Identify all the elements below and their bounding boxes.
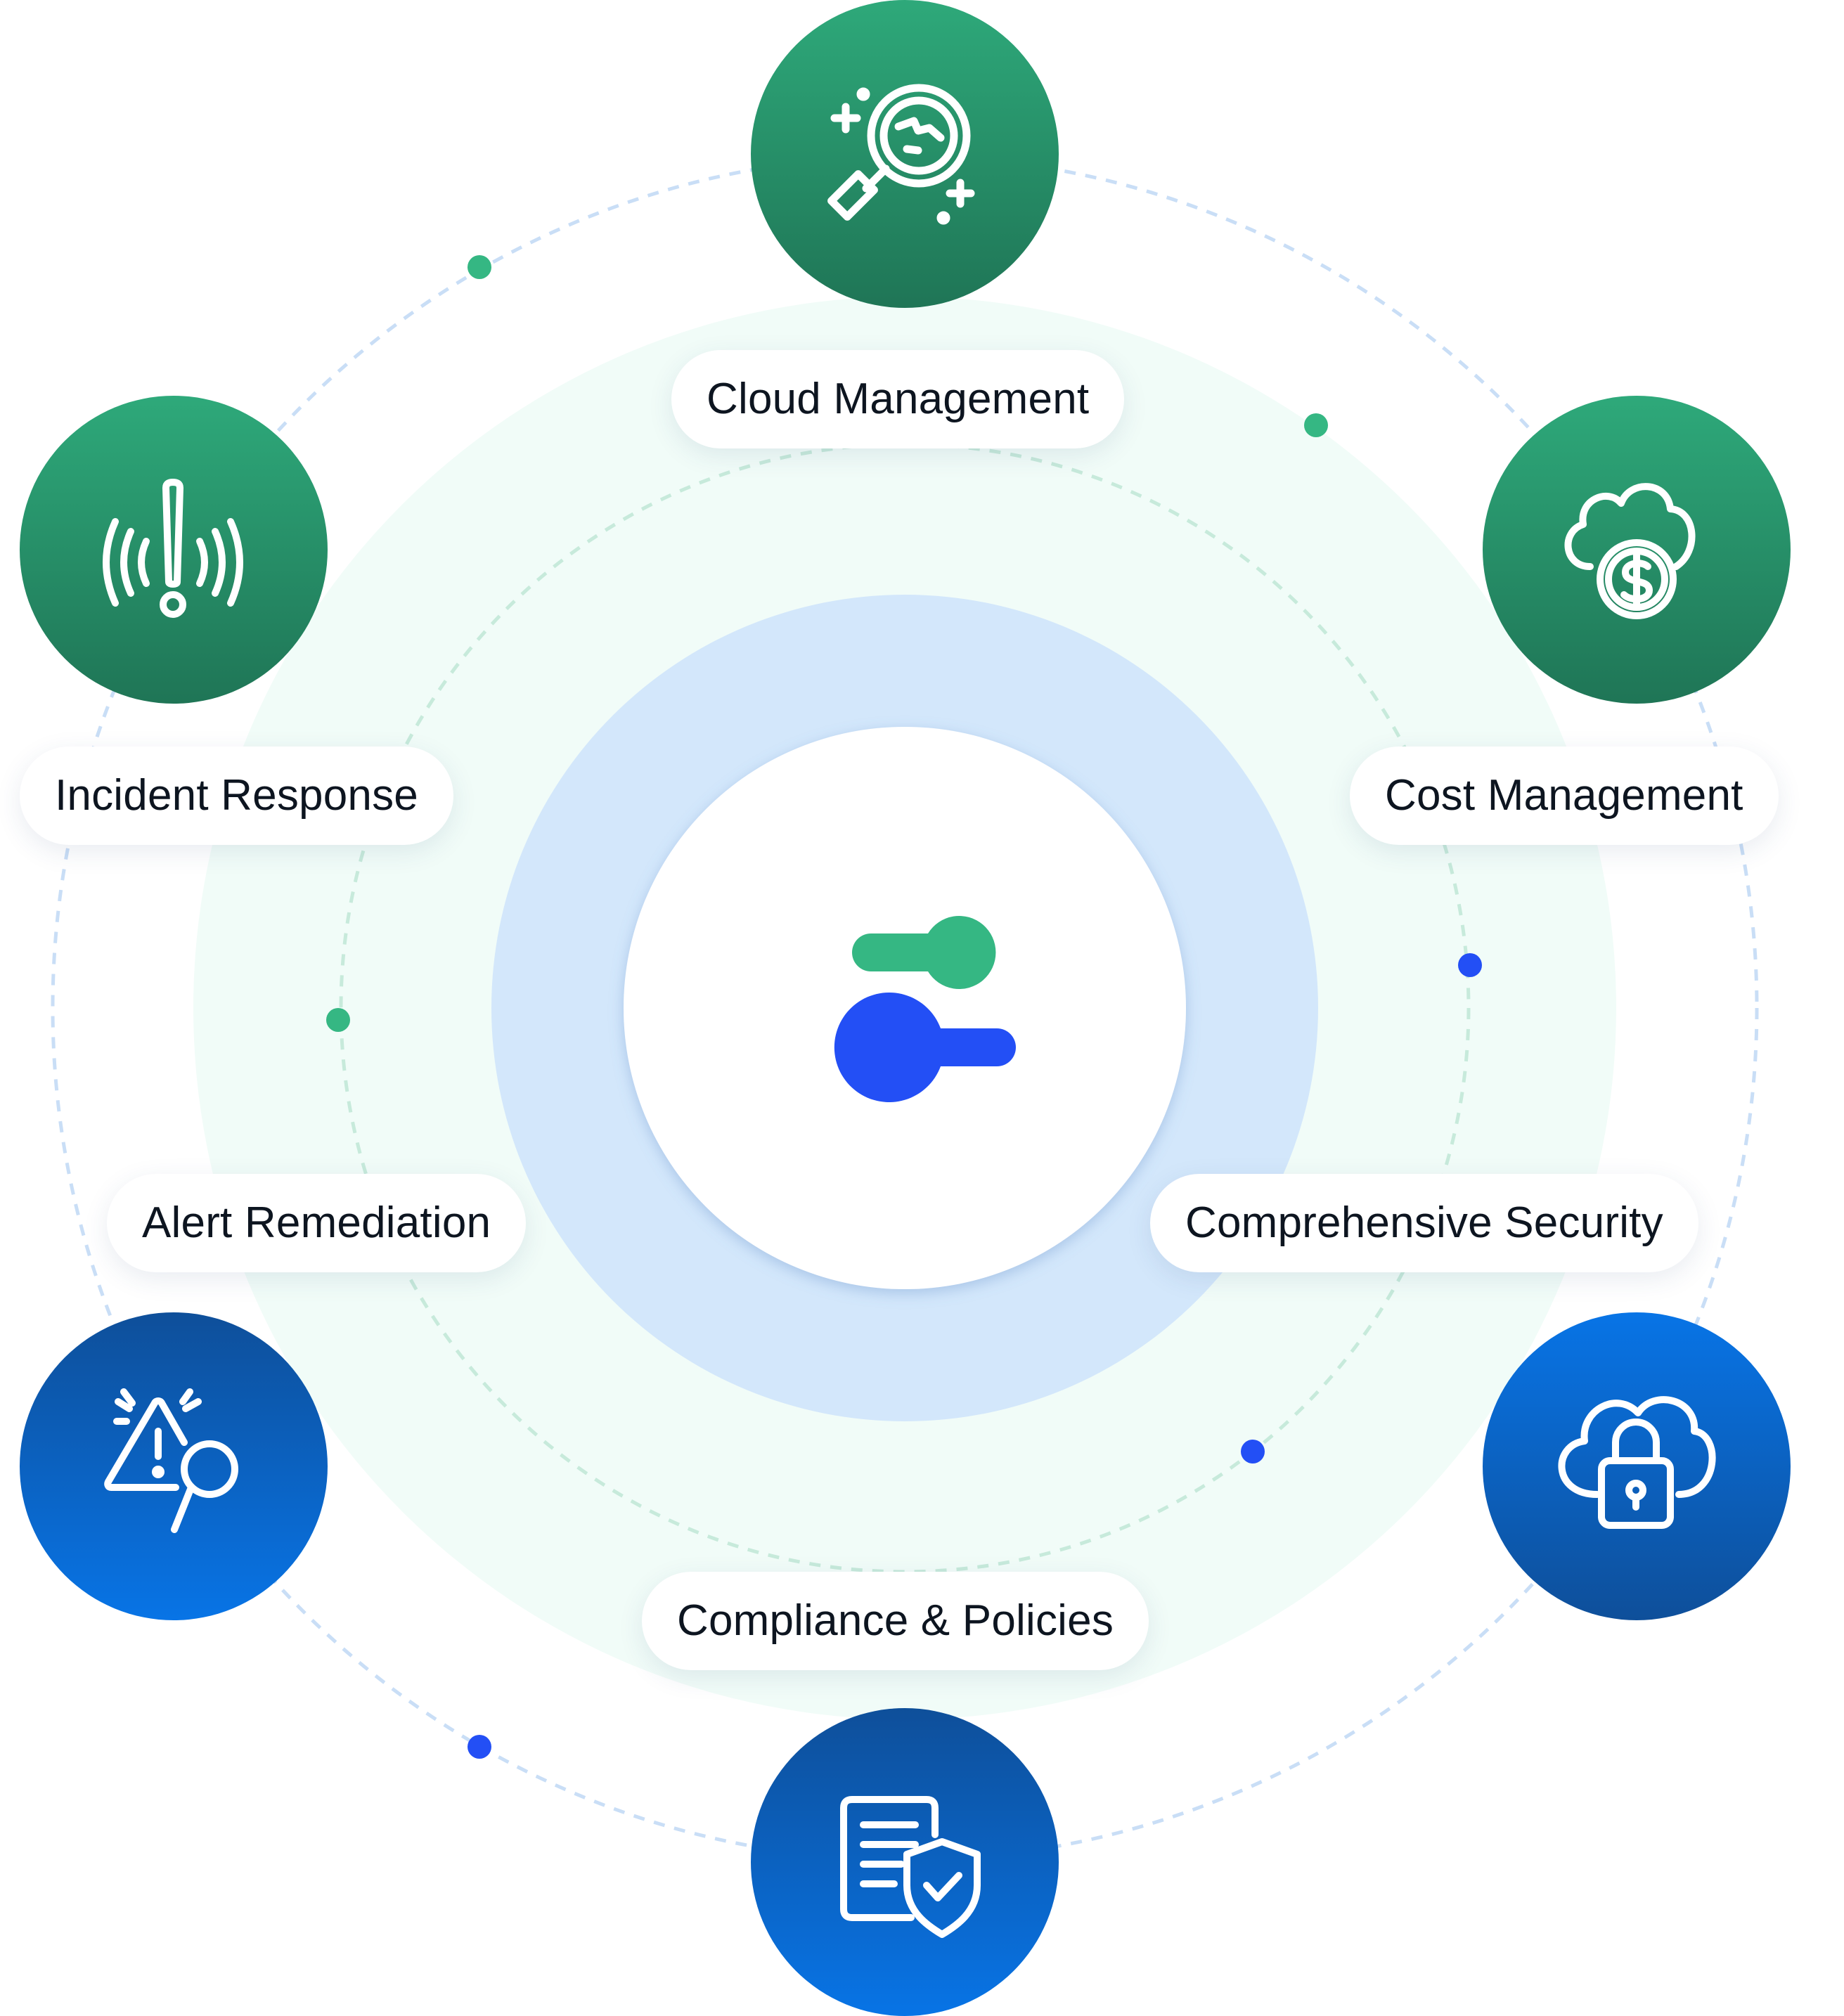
cloud-search-icon xyxy=(827,84,975,225)
inner-dashed-ring xyxy=(339,442,1471,1574)
label-comprehensive-security: Comprehensive Security xyxy=(1150,1174,1698,1272)
label-text: Cost Management xyxy=(1385,771,1743,820)
node-incident-response[interactable] xyxy=(20,396,328,704)
node-cloud-management[interactable] xyxy=(751,0,1059,308)
alert-search-icon xyxy=(104,1388,238,1533)
label-compliance-policies: Compliance & Policies xyxy=(642,1572,1149,1670)
label-incident-response: Incident Response xyxy=(20,747,453,845)
orbit-dot xyxy=(468,255,491,279)
label-alert-remediation: Alert Remediation xyxy=(107,1174,527,1272)
label-text: Cloud Management xyxy=(707,375,1090,423)
document-shield-icon xyxy=(840,1796,981,1938)
cloud-dollar-icon xyxy=(1564,483,1696,619)
node-comprehensive-security[interactable] xyxy=(1483,1312,1791,1620)
orbit-dot xyxy=(1458,953,1482,977)
node-circle xyxy=(20,1312,328,1620)
label-text: Incident Response xyxy=(55,771,418,820)
orbit-dot xyxy=(1241,1440,1265,1463)
orbit-dot xyxy=(1304,413,1328,437)
node-circle xyxy=(20,396,328,704)
label-text: Compliance & Policies xyxy=(677,1596,1114,1645)
orbit-dot xyxy=(326,1008,350,1032)
node-cost-management[interactable] xyxy=(1483,396,1791,704)
cloud-lock-icon xyxy=(1558,1396,1716,1529)
label-text: Alert Remediation xyxy=(142,1198,491,1247)
node-circle xyxy=(751,0,1059,308)
node-compliance-policies[interactable] xyxy=(751,1708,1059,2016)
label-cloud-management: Cloud Management xyxy=(671,350,1125,448)
alarm-exclamation-icon xyxy=(103,479,243,618)
node-circle xyxy=(1483,1312,1791,1620)
label-cost-management: Cost Management xyxy=(1350,747,1779,845)
orbit-dot xyxy=(468,1735,491,1759)
key-toggle-logo-icon xyxy=(834,916,1016,1102)
node-alert-remediation[interactable] xyxy=(20,1312,328,1620)
label-text: Comprehensive Security xyxy=(1185,1198,1663,1247)
